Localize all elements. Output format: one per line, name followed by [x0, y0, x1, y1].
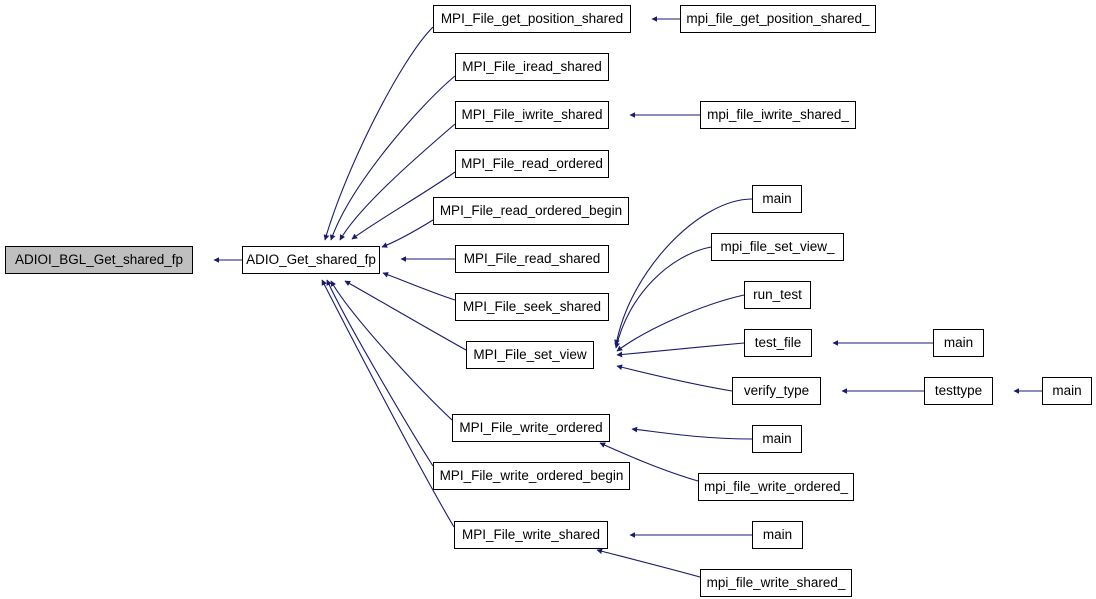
graph-node-label: verify_type — [743, 383, 810, 399]
graph-edge-main_write_ordered-to-mpi_file_write_ordered — [631, 426, 753, 440]
graph-node-mpi_file_iwrite_shared_f[interactable]: mpi_file_iwrite_shared_ — [700, 101, 856, 129]
graph-node-label: main — [943, 335, 974, 351]
graph-node-main_test_file[interactable]: main — [933, 329, 984, 357]
graph-node-label: mpi_file_write_ordered_ — [703, 479, 849, 495]
graph-node-verify_type[interactable]: verify_type — [732, 377, 821, 405]
graph-edge-main_set_view-to-mpi_file_set_view — [614, 198, 753, 346]
graph-node-mpi_file_seek_shared[interactable]: MPI_File_seek_shared — [455, 293, 609, 321]
graph-node-label: MPI_File_write_ordered_begin — [439, 468, 624, 484]
graph-node-mpi_file_get_position_shared[interactable]: MPI_File_get_position_shared — [433, 5, 631, 33]
graph-node-label: MPI_File_write_ordered — [459, 420, 603, 436]
graph-node-label: MPI_File_read_shared — [463, 251, 601, 267]
graph-node-mpi_file_read_ordered[interactable]: MPI_File_read_ordered — [455, 150, 609, 178]
graph-node-mpi_file_read_shared[interactable]: MPI_File_read_shared — [455, 245, 609, 273]
graph-node-label: mpi_file_iwrite_shared_ — [707, 107, 849, 123]
graph-node-label: MPI_File_iwrite_shared — [461, 107, 603, 123]
graph-node-label: MPI_File_get_position_shared — [440, 11, 624, 27]
graph-node-main_set_view[interactable]: main — [752, 185, 802, 213]
graph-node-label: MPI_File_set_view — [473, 347, 587, 363]
graph-node-label: MPI_File_read_ordered — [461, 156, 603, 172]
graph-node-main_write_ordered[interactable]: main — [752, 425, 802, 453]
graph-node-mpi_file_write_shared[interactable]: MPI_File_write_shared — [454, 521, 608, 549]
graph-node-label: ADIOI_BGL_Get_shared_fp — [14, 252, 184, 268]
graph-node-mpi_file_iread_shared[interactable]: MPI_File_iread_shared — [455, 53, 609, 81]
graph-node-label: MPI_File_write_shared — [461, 527, 601, 543]
graph-node-label: main — [762, 191, 792, 207]
graph-edge-mpi_file_get_position_shared-to-adio_get_shared_fp — [323, 26, 434, 241]
graph-edge-mpi_file_write_ordered-to-adio_get_shared_fp — [330, 280, 453, 421]
graph-edge-mpi_file_set_view_f-to-mpi_file_set_view — [614, 246, 712, 349]
graph-edge-mpi_file_write_shared_f-to-mpi_file_write_shared — [596, 548, 701, 578]
graph-node-label: ADIO_Get_shared_fp — [246, 252, 376, 268]
graph-edge-verify_type-to-mpi_file_set_view — [616, 364, 733, 392]
graph-node-adio_get_shared_fp[interactable]: ADIO_Get_shared_fp — [242, 246, 380, 274]
graph-edge-run_test-to-mpi_file_set_view — [616, 294, 745, 352]
graph-node-mpi_file_iwrite_shared[interactable]: MPI_File_iwrite_shared — [455, 101, 609, 129]
graph-node-label: MPI_File_read_ordered_begin — [439, 203, 623, 219]
graph-node-main_write_shared[interactable]: main — [752, 521, 803, 549]
graph-node-label: MPI_File_seek_shared — [462, 299, 602, 315]
graph-node-mpi_file_set_view_f[interactable]: mpi_file_set_view_ — [711, 233, 844, 261]
graph-node-main_testtype[interactable]: main — [1042, 377, 1092, 405]
graph-node-mpi_file_set_view[interactable]: MPI_File_set_view — [466, 341, 594, 369]
graph-edge-mpi_file_seek_shared-to-adio_get_shared_fp — [382, 272, 456, 301]
graph-edge-mpi_file_set_view-to-adio_get_shared_fp — [344, 280, 467, 351]
graph-node-mpi_file_write_shared_f[interactable]: mpi_file_write_shared_ — [700, 569, 852, 597]
graph-node-test_file[interactable]: test_file — [744, 329, 812, 357]
graph-node-label: run_test — [753, 287, 802, 303]
graph-node-label: main — [762, 431, 792, 447]
graph-node-mpi_file_write_ordered_f[interactable]: mpi_file_write_ordered_ — [698, 473, 854, 501]
graph-node-label: mpi_file_set_view_ — [720, 239, 835, 255]
graph-edge-test_file-to-mpi_file_set_view — [616, 342, 745, 358]
graph-node-label: main — [762, 527, 793, 543]
graph-node-label: mpi_file_get_position_shared_ — [686, 11, 870, 27]
graph-node-mpi_file_read_ordered_begin[interactable]: MPI_File_read_ordered_begin — [433, 197, 629, 225]
graph-node-label: test_file — [754, 335, 802, 351]
graph-node-mpi_file_write_ordered_begin[interactable]: MPI_File_write_ordered_begin — [433, 462, 630, 490]
graph-node-testtype[interactable]: testtype — [924, 377, 993, 405]
graph-edge-mpi_file_write_ordered_begin-to-adio_get_shared_fp — [326, 279, 434, 467]
graph-node-adioi_bgl_get_shared_fp[interactable]: ADIOI_BGL_Get_shared_fp — [5, 246, 193, 274]
graph-node-label: MPI_File_iread_shared — [462, 59, 602, 75]
graph-node-label: mpi_file_write_shared_ — [706, 575, 846, 591]
graph-node-mpi_file_get_position_shared_f[interactable]: mpi_file_get_position_shared_ — [680, 5, 876, 33]
graph-node-label: main — [1052, 383, 1082, 399]
graph-node-label: testtype — [934, 383, 983, 399]
graph-edge-mpi_file_read_ordered_begin-to-adio_get_shared_fp — [381, 219, 434, 248]
graph-node-run_test[interactable]: run_test — [744, 281, 811, 309]
graph-node-mpi_file_write_ordered[interactable]: MPI_File_write_ordered — [452, 414, 610, 442]
